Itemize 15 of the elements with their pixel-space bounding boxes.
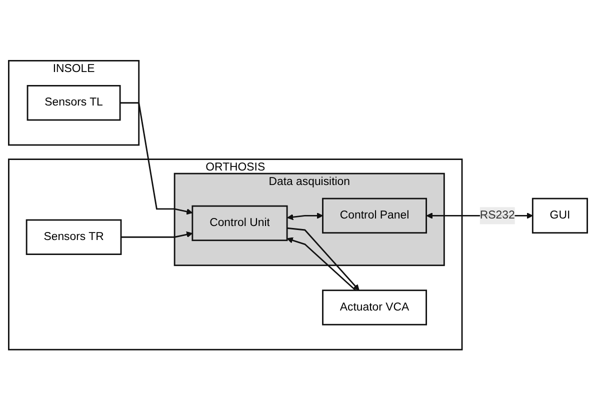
cluster (8, 60, 140, 146)
node-box (26, 219, 122, 255)
arrow (287, 212, 324, 220)
arrow (286, 237, 356, 291)
cluster (174, 172, 445, 266)
node-box (322, 289, 427, 326)
block-diagram: ORTHOSIS INSOLE Data asquisition RS232 Sensors TL Control Unit Control Panel Sensors TR Actuator VCA GUI (3, 54, 593, 356)
node-box (532, 198, 588, 234)
node-box (192, 205, 288, 241)
arrow (286, 227, 360, 290)
arrow (121, 231, 193, 238)
cluster (8, 158, 463, 350)
node-box (322, 198, 428, 234)
arrow (120, 102, 193, 215)
node-box (26, 84, 121, 121)
